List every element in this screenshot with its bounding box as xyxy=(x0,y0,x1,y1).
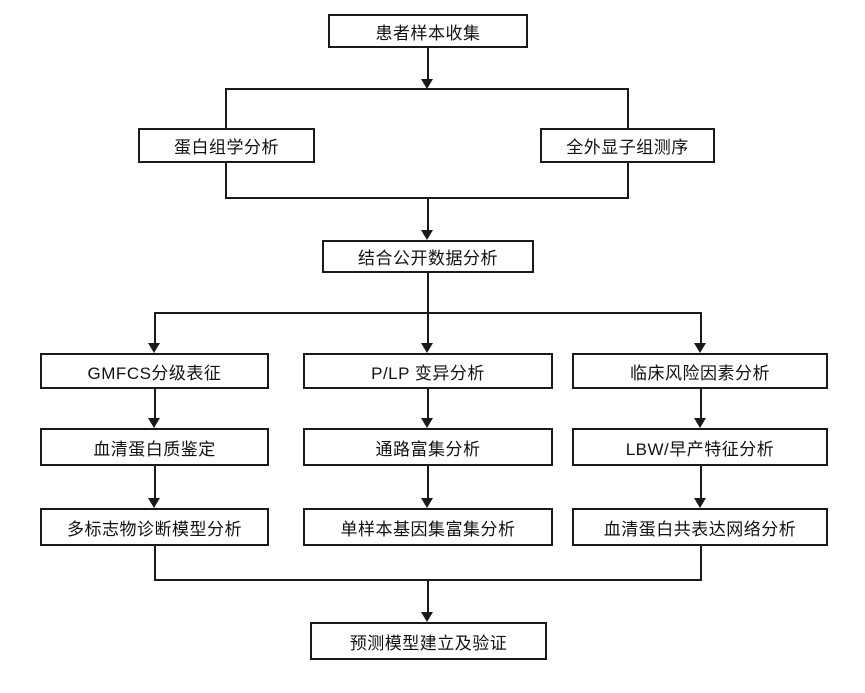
arrow-down-icon xyxy=(421,343,433,353)
connector-line xyxy=(700,312,702,345)
connector-line xyxy=(427,579,429,613)
arrow-down-icon xyxy=(148,418,160,428)
connector-line xyxy=(700,466,702,499)
arrow-down-icon xyxy=(694,343,706,353)
node-pathway-enrichment: 通路富集分析 xyxy=(303,428,553,466)
arrow-down-icon xyxy=(421,230,433,240)
arrow-down-icon xyxy=(148,498,160,508)
connector-line xyxy=(700,389,702,419)
arrow-down-icon xyxy=(421,79,433,89)
connector-line xyxy=(225,88,629,90)
node-patient-sample-collection: 患者样本收集 xyxy=(328,14,528,48)
arrow-down-icon xyxy=(421,418,433,428)
connector-line xyxy=(154,312,156,345)
connector-line xyxy=(154,466,156,499)
arrow-down-icon xyxy=(694,498,706,508)
arrow-down-icon xyxy=(421,612,433,622)
node-single-sample-gsea: 单样本基因集富集分析 xyxy=(303,508,553,546)
arrow-down-icon xyxy=(421,498,433,508)
connector-line xyxy=(427,466,429,499)
node-plp-variant-analysis: P/LP 变异分析 xyxy=(303,353,553,389)
node-public-data-analysis: 结合公开数据分析 xyxy=(322,240,534,273)
arrow-down-icon xyxy=(148,343,160,353)
connector-line xyxy=(427,389,429,419)
connector-line xyxy=(427,273,429,345)
node-prediction-model-validation: 预测模型建立及验证 xyxy=(310,622,547,660)
node-gmfcs-grading: GMFCS分级表征 xyxy=(40,353,269,389)
arrow-down-icon xyxy=(694,418,706,428)
connector-line xyxy=(427,199,429,231)
connector-line xyxy=(154,312,701,314)
node-clinical-risk-factors: 临床风险因素分析 xyxy=(572,353,828,389)
node-coexpression-network: 血清蛋白共表达网络分析 xyxy=(572,508,828,546)
node-serum-protein-identification: 血清蛋白质鉴定 xyxy=(40,428,269,466)
connector-line xyxy=(154,546,156,581)
node-multimarker-diagnostic-model: 多标志物诊断模型分析 xyxy=(40,508,269,546)
node-whole-exome-sequencing: 全外显子组测序 xyxy=(540,128,715,163)
connector-line xyxy=(700,546,702,581)
connector-line xyxy=(154,389,156,419)
node-lbw-preterm-features: LBW/早产特征分析 xyxy=(572,428,828,466)
connector-line xyxy=(225,197,629,199)
node-proteomics-analysis: 蛋白组学分析 xyxy=(138,128,315,163)
connector-line xyxy=(427,48,429,80)
